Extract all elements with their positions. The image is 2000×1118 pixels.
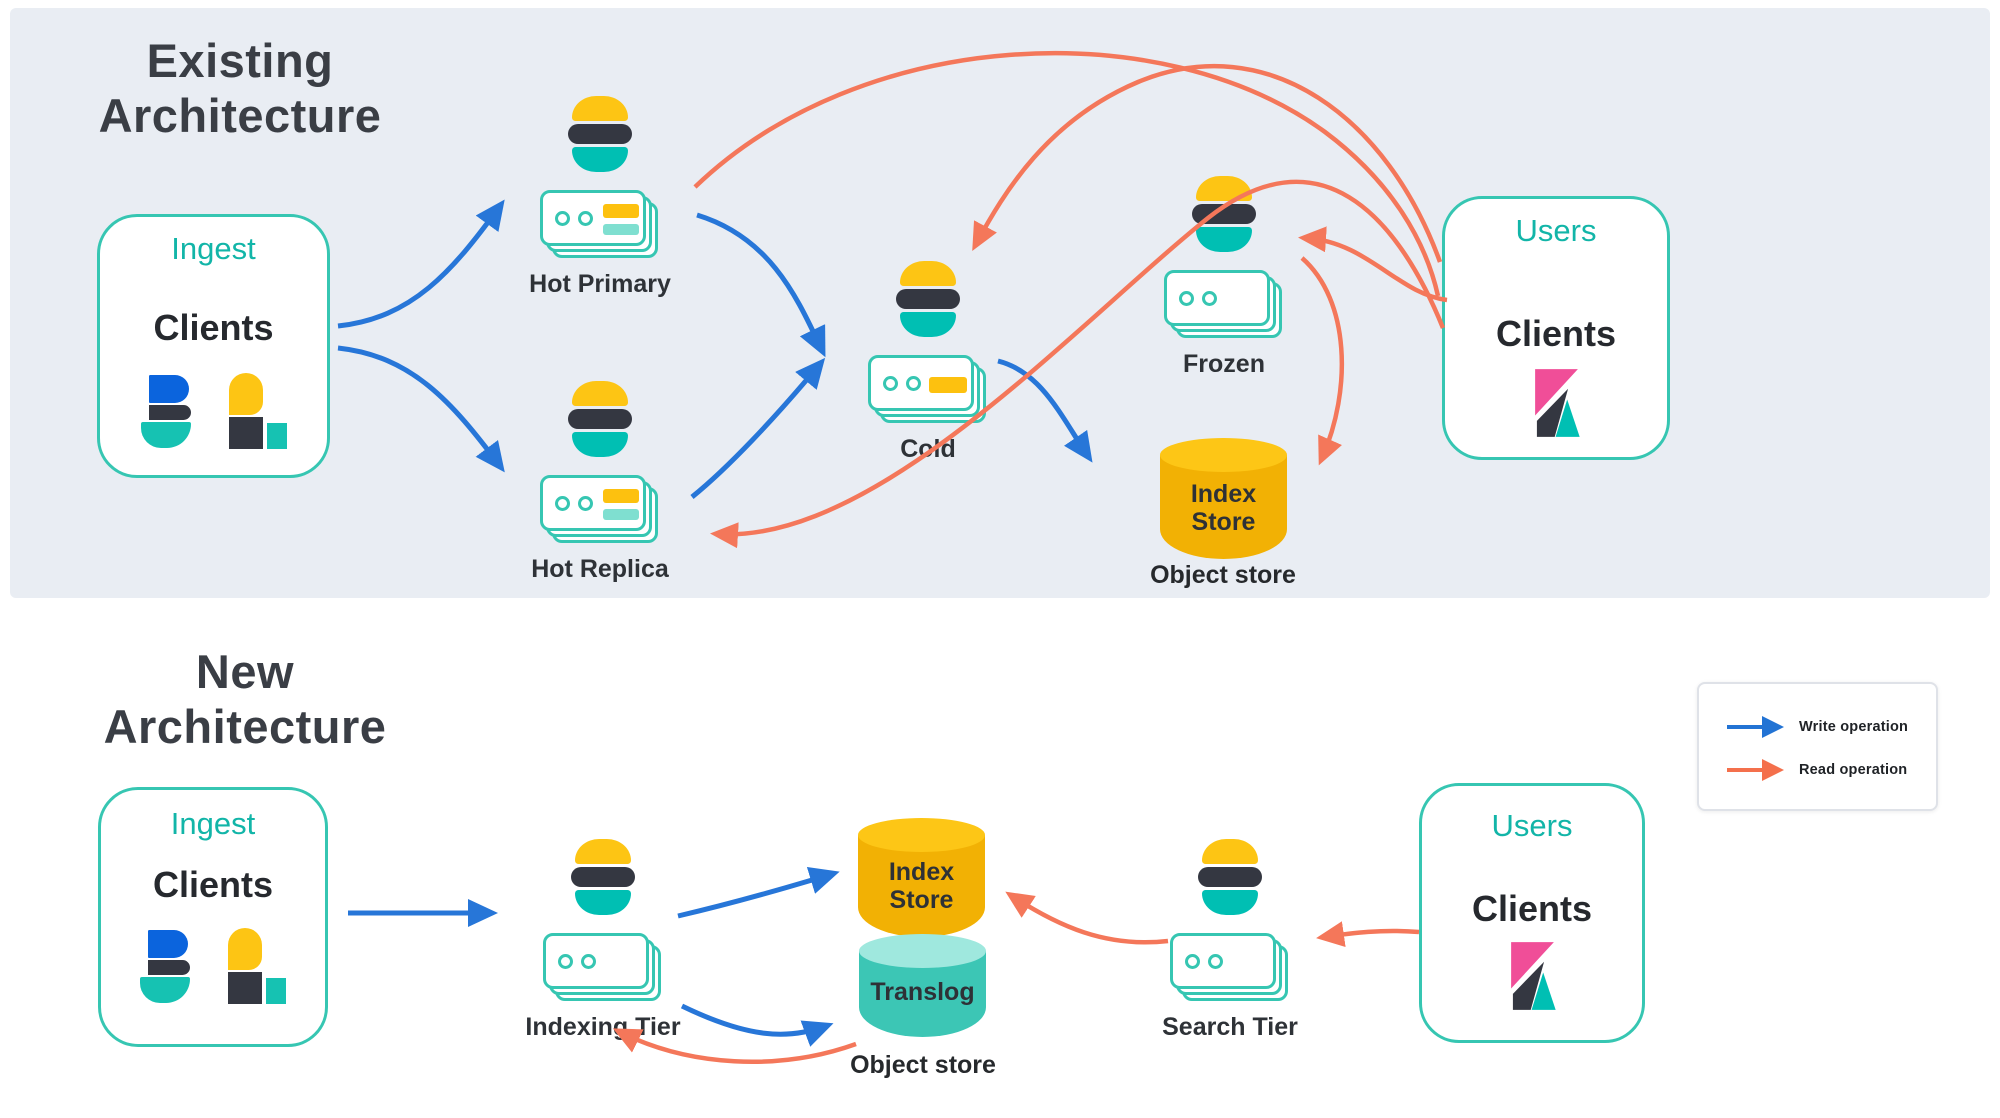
- search-tier-label: Search Tier: [1162, 1013, 1298, 1041]
- index-store-text: Index Store: [888, 858, 955, 914]
- frozen-node: Frozen: [1134, 176, 1314, 379]
- existing-users-clients-box: Users Clients: [1442, 196, 1670, 460]
- legend-write-row: Write operation: [1725, 712, 1908, 742]
- new-users-clients-box: Users Clients: [1419, 783, 1645, 1043]
- kibana-logo-icon: [1504, 942, 1561, 1010]
- indexing-tier-node: Indexing Tier: [513, 839, 693, 1042]
- ingest-client-logos: [140, 373, 287, 451]
- hot-primary-node: Hot Primary: [510, 96, 690, 299]
- hot-replica-node: Hot Replica: [510, 381, 690, 584]
- cold-node: Cold: [838, 261, 1018, 464]
- beats-logo-dark-shape: [148, 405, 191, 420]
- new-ingest-clients-box: Ingest Clients: [98, 787, 328, 1047]
- logstash-logo-teal-shape: [266, 423, 287, 449]
- new-index-store-cylinder: Index Store: [858, 818, 985, 954]
- beats-logo-teal-shape: [140, 422, 191, 448]
- kibana-dark-shape: [1536, 388, 1568, 437]
- new-architecture-title: New Architecture: [45, 645, 445, 755]
- server-stack-icon: [1164, 270, 1284, 342]
- new-object-store-caption: Object store: [850, 1051, 996, 1079]
- server-stack-icon: [868, 355, 988, 427]
- edge-users-to-search-tier: [1316, 921, 1420, 948]
- kibana-logo-icon: [1528, 369, 1585, 437]
- legend-box: Write operation Read operation: [1697, 682, 1938, 811]
- existing-architecture-title: Existing Architecture: [40, 34, 440, 144]
- server-stack-icon: [540, 190, 660, 262]
- indexing-tier-label: Indexing Tier: [525, 1013, 681, 1041]
- server-stack-icon: [540, 475, 660, 547]
- legend-read-label: Read operation: [1799, 762, 1908, 778]
- new-title-line2: Architecture: [103, 699, 387, 753]
- edge-indexing-tier-to-translog: [680, 1003, 834, 1047]
- ingest-box-title: Ingest: [170, 806, 256, 841]
- users-box-label: Clients: [1495, 313, 1617, 354]
- elasticsearch-logo-icon: [1198, 839, 1262, 915]
- elasticsearch-logo-icon: [571, 839, 635, 915]
- existing-index-store-cylinder: Index Store: [1160, 438, 1287, 576]
- elasticsearch-logo-icon: [1192, 176, 1256, 252]
- ingest-box-label: Clients: [152, 864, 274, 905]
- elasticsearch-logo-icon: [568, 381, 632, 457]
- users-box-label: Clients: [1471, 888, 1593, 929]
- index-store-text: Index Store: [1190, 480, 1257, 536]
- edge-indexing-tier-to-index-store: [677, 867, 840, 919]
- users-box-title: Users: [1515, 213, 1597, 248]
- kibana-teal-shape: [1555, 399, 1580, 437]
- ingest-box-title: Ingest: [171, 231, 256, 266]
- logstash-logo-icon: [227, 373, 287, 451]
- translog-text: Translog: [870, 978, 975, 1006]
- hot-replica-label: Hot Replica: [531, 555, 669, 583]
- hot-primary-label: Hot Primary: [529, 270, 671, 298]
- beats-logo-icon: [140, 375, 199, 451]
- search-tier-node: Search Tier: [1140, 839, 1320, 1042]
- server-stack-icon: [543, 933, 663, 1005]
- beats-logo-blue-shape: [148, 375, 189, 403]
- existing-title-line1: Existing: [146, 34, 334, 87]
- logstash-logo-yellow-shape: [228, 373, 263, 415]
- new-title-line1: New: [195, 645, 295, 698]
- ingest-client-logos: [140, 928, 286, 1006]
- logstash-logo-dark-shape: [228, 417, 263, 449]
- translog-cylinder: Translog: [859, 934, 986, 1054]
- existing-object-store-caption: Object store: [1150, 561, 1296, 589]
- write-arrow-icon: [1727, 716, 1784, 738]
- existing-title-line2: Architecture: [98, 88, 382, 142]
- cold-label: Cold: [900, 435, 956, 463]
- legend-write-label: Write operation: [1799, 719, 1909, 735]
- elasticsearch-logo-icon: [568, 96, 632, 172]
- kibana-pink-shape: [1534, 369, 1578, 416]
- ingest-box-label: Clients: [153, 307, 274, 348]
- frozen-label: Frozen: [1183, 350, 1265, 378]
- users-box-title: Users: [1491, 808, 1573, 843]
- server-stack-icon: [1170, 933, 1290, 1005]
- elasticsearch-logo-icon: [896, 261, 960, 337]
- existing-ingest-clients-box: Ingest Clients: [97, 214, 330, 478]
- logstash-logo-icon: [226, 928, 286, 1006]
- beats-logo-icon: [140, 930, 198, 1006]
- legend-read-row: Read operation: [1725, 755, 1907, 785]
- read-arrow-icon: [1727, 759, 1784, 781]
